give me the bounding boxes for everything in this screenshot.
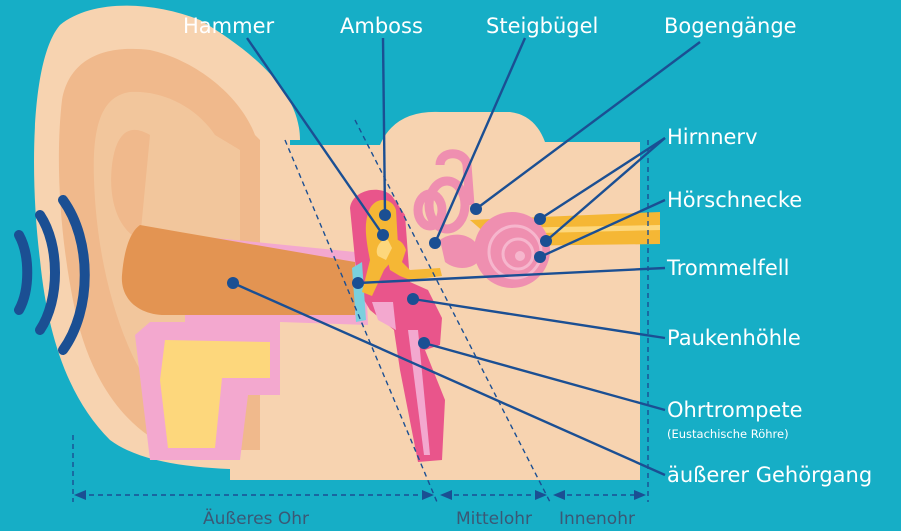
dot-gehoergang — [227, 277, 239, 289]
label-ohrtrompete-sub: (Eustachische Röhre) — [667, 427, 789, 441]
dot-hirnnerv-2 — [540, 235, 552, 247]
label-gehoergang: äußerer Gehörgang — [667, 463, 872, 487]
label-mittelohr: Mittelohr — [456, 509, 532, 529]
dot-trommelfell — [352, 277, 364, 289]
dot-hirnnerv-1 — [534, 213, 546, 225]
label-aeusseres-ohr: Äußeres Ohr — [203, 508, 309, 529]
dot-ohrtrompete — [418, 337, 430, 349]
label-hoerschnecke: Hörschnecke — [667, 188, 802, 212]
label-trommelfell: Trommelfell — [666, 256, 789, 280]
label-hirnnerv: Hirnnerv — [667, 125, 758, 149]
dot-hoerschnecke — [534, 251, 546, 263]
label-steigbuegel: Steigbügel — [486, 14, 598, 38]
section-labels: Äußeres Ohr Mittelohr Innenohr — [203, 508, 635, 529]
dot-hammer — [377, 229, 389, 241]
label-bogengaenge: Bogengänge — [664, 14, 797, 38]
dot-amboss — [379, 209, 391, 221]
label-ohrtrompete: Ohrtrompete — [667, 398, 803, 422]
label-paukenhoehle: Paukenhöhle — [667, 326, 801, 350]
label-hammer: Hammer — [183, 14, 274, 38]
label-innenohr: Innenohr — [559, 509, 635, 529]
dot-steigbuegel — [429, 237, 441, 249]
dot-bogengaenge — [470, 203, 482, 215]
top-labels: Hammer Amboss Steigbügel Bogengänge — [183, 14, 797, 38]
label-amboss: Amboss — [340, 14, 423, 38]
right-labels: Hirnnerv Hörschnecke Trommelfell Paukenh… — [666, 125, 872, 487]
dot-paukenhoehle — [407, 293, 419, 305]
